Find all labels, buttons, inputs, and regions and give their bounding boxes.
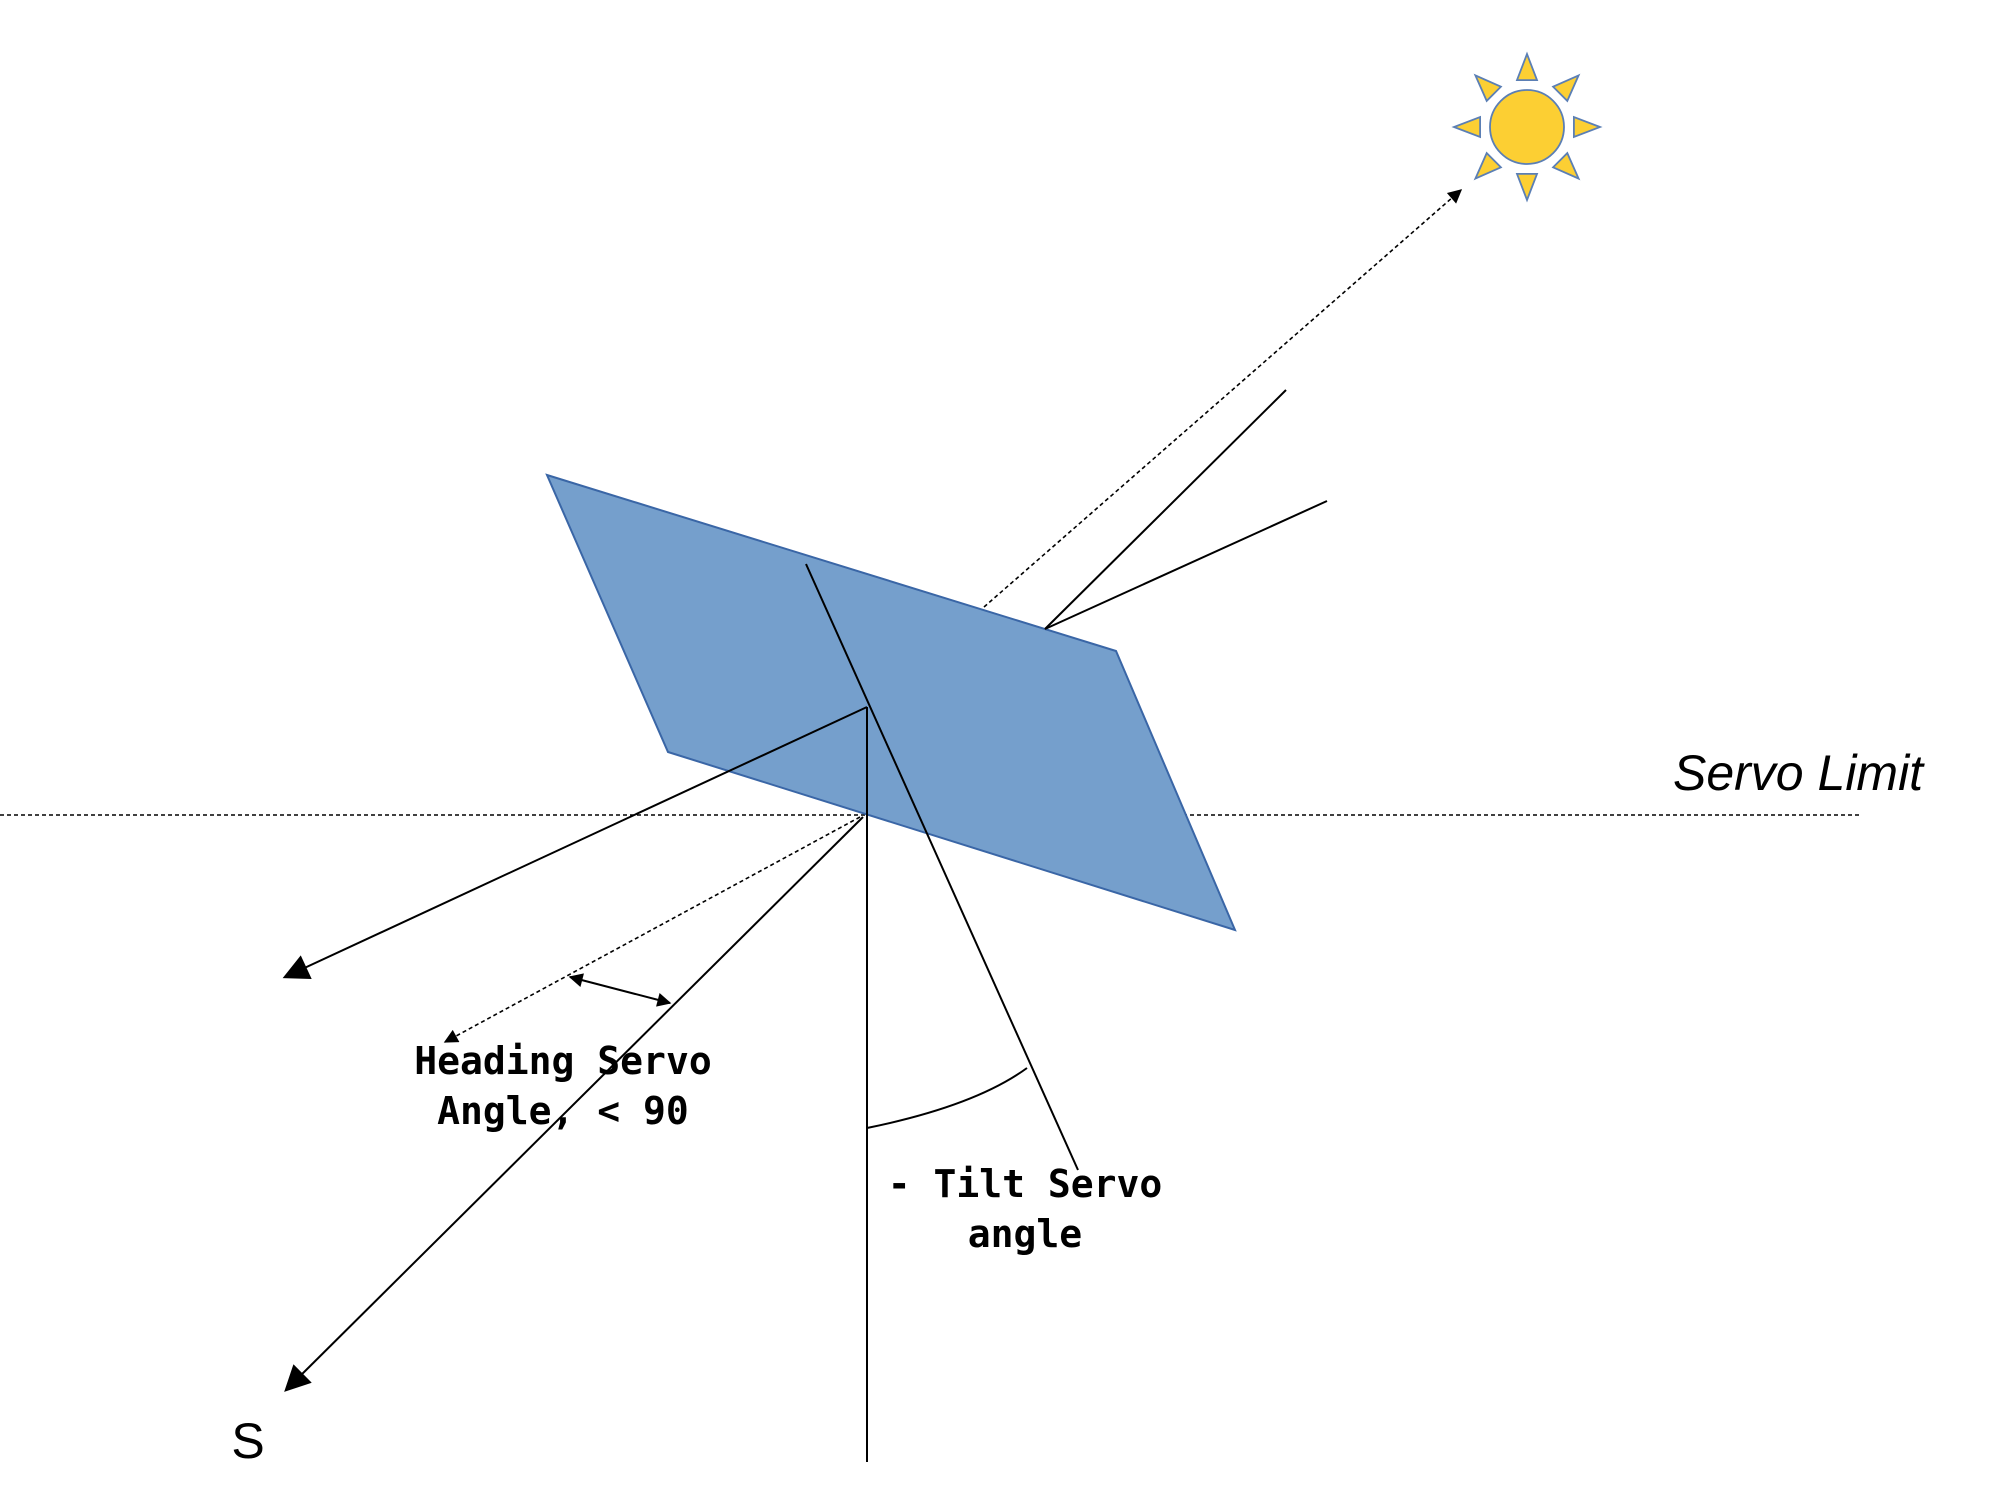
tilt-angle-arc	[866, 1067, 1028, 1129]
sun-ray	[1515, 51, 1539, 81]
sun-ray	[1473, 73, 1503, 103]
sun-ray	[1551, 151, 1581, 181]
sun-ray	[1451, 115, 1481, 139]
sun-ray-line	[983, 189, 1463, 608]
tilt-servo-label-line1: - Tilt Servo	[888, 1162, 1163, 1206]
tilt-axis-line	[805, 563, 1079, 1171]
heading-projection-line	[443, 816, 861, 1043]
south-arrow	[284, 816, 864, 1392]
solar-panel	[545, 473, 1237, 932]
sun-icon	[1451, 51, 1603, 203]
heading-servo-label-line2: Angle, < 90	[437, 1089, 689, 1133]
sun-disc	[1489, 89, 1565, 165]
south-label: S	[231, 1413, 264, 1469]
tilt-servo-label-line2: angle	[968, 1212, 1082, 1256]
sun-ray	[1515, 172, 1539, 203]
panel-edge-line	[1044, 500, 1328, 630]
sun-ray	[1573, 115, 1603, 139]
sun-ray	[1551, 73, 1581, 103]
sun-ray	[1473, 151, 1503, 181]
heading-servo-label-line1: Heading Servo	[414, 1039, 711, 1083]
heading-angle-arrow	[568, 973, 672, 1007]
panel-normal-line	[1044, 389, 1287, 630]
panel-heading-arrow	[282, 706, 868, 979]
servo-limit-label: Servo Limit	[1673, 745, 1925, 801]
